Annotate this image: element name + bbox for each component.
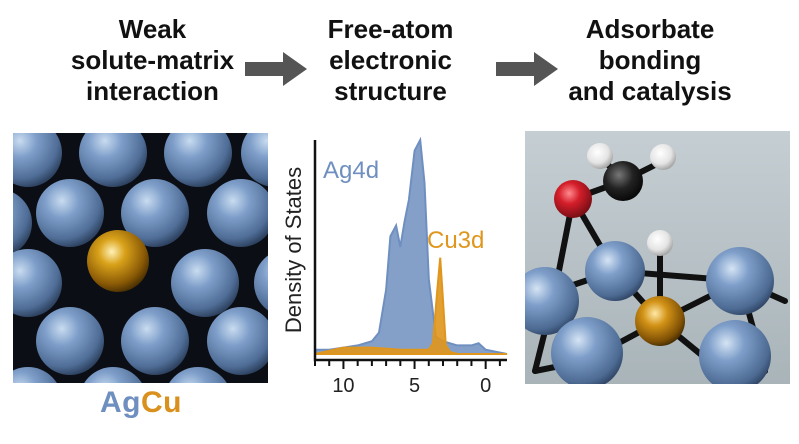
ag-label: Ag — [100, 386, 141, 419]
agcu-surface-image — [13, 133, 268, 383]
arrow-right-icon — [245, 52, 307, 86]
x-tick-label: 10 — [332, 375, 354, 397]
alloy-label: AgCu — [100, 386, 182, 420]
y-axis-label: Density of States — [281, 167, 306, 333]
arrow-right-icon — [496, 52, 558, 86]
dos-series-ag4d — [314, 136, 508, 355]
cu-label: Cu — [141, 386, 182, 419]
series-label-cu3d: Cu3d — [427, 227, 484, 254]
title-adsorbate: Adsorbate bonding and catalysis — [568, 14, 732, 106]
x-tick-label: 0 — [480, 375, 491, 397]
x-tick-label: 5 — [409, 375, 420, 397]
dos-series-cu3d — [314, 257, 507, 355]
adsorbate-surface-image — [525, 131, 790, 384]
title-free-atom: Free-atom electronic structure — [327, 14, 454, 106]
title-solute-matrix: Weak solute-matrix interaction — [70, 14, 235, 106]
series-label-ag4d: Ag4d — [323, 157, 379, 184]
